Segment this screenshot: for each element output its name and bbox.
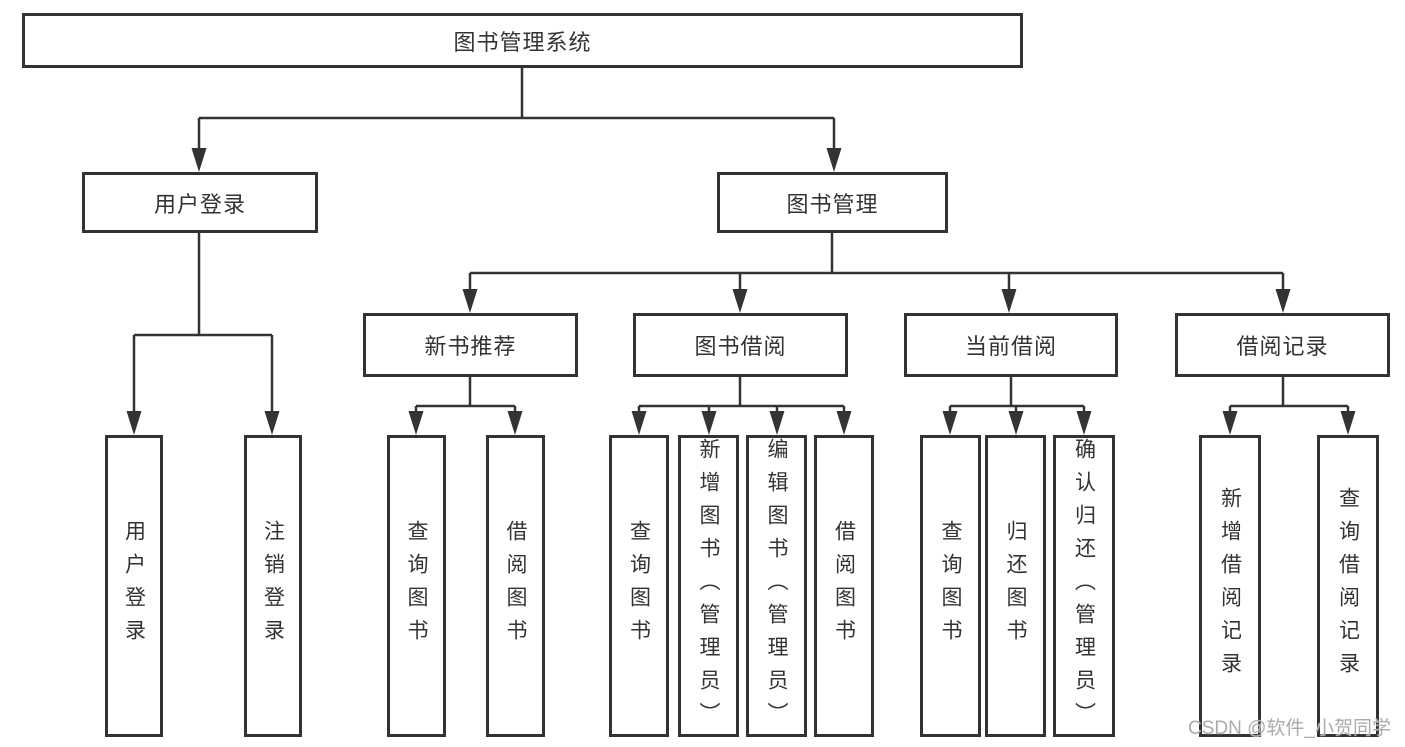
node-borrow-records-label: 借阅记录: [1236, 334, 1329, 359]
leaf-query-books-current-label: 查询图书: [939, 520, 962, 652]
leaf-logout: 注销登录: [244, 435, 302, 737]
leaf-borrow-books: 借阅图书: [814, 435, 874, 737]
leaf-add-borrow-record-label: 新增借阅记录: [1218, 487, 1242, 685]
leaf-add-book-admin-label: 新增图书（管理员）: [697, 438, 720, 735]
leaf-add-book-admin: 新增图书（管理员）: [678, 435, 739, 737]
node-book-borrow-label: 图书借阅: [694, 334, 787, 359]
leaf-user-login-label: 用户登录: [122, 520, 146, 652]
leaf-query-books-current: 查询图书: [920, 435, 981, 737]
leaf-borrow-books-label: 借阅图书: [832, 520, 856, 652]
leaf-logout-label: 注销登录: [261, 520, 285, 652]
leaf-user-login: 用户登录: [105, 435, 163, 737]
node-book-management-label: 图书管理: [786, 191, 879, 217]
leaf-query-books-recommend-label: 查询图书: [405, 520, 428, 652]
arrow-down-icons: [126, 148, 1356, 435]
node-current-borrow: 当前借阅: [904, 313, 1118, 377]
node-book-borrow: 图书借阅: [633, 313, 848, 377]
leaf-add-borrow-record: 新增借阅记录: [1199, 435, 1261, 737]
leaf-return-book: 归还图书: [985, 435, 1046, 737]
leaf-borrow-books-recommend-label: 借阅图书: [504, 520, 527, 652]
leaf-query-books-borrow-label: 查询图书: [627, 520, 651, 652]
node-root: 图书管理系统: [22, 13, 1023, 68]
leaf-confirm-return-admin: 确认归还（管理员）: [1053, 435, 1115, 737]
node-book-management: 图书管理: [717, 172, 948, 233]
leaf-edit-book-admin-label: 编辑图书（管理员）: [765, 438, 788, 735]
node-root-label: 图书管理系统: [453, 29, 592, 55]
node-user-login-label: 用户登录: [153, 191, 246, 217]
node-borrow-records: 借阅记录: [1175, 313, 1390, 377]
leaf-query-books-borrow: 查询图书: [609, 435, 669, 737]
leaf-query-borrow-record: 查询借阅记录: [1317, 435, 1379, 737]
leaf-borrow-books-recommend: 借阅图书: [486, 435, 545, 737]
leaf-edit-book-admin: 编辑图书（管理员）: [746, 435, 807, 737]
leaf-query-books-recommend: 查询图书: [387, 435, 446, 737]
watermark: CSDN @软件_小贺同学: [1188, 718, 1391, 739]
node-new-book-recommend-label: 新书推荐: [424, 334, 517, 359]
node-new-book-recommend: 新书推荐: [363, 313, 578, 377]
leaf-confirm-return-admin-label: 确认归还（管理员）: [1072, 438, 1096, 735]
node-current-borrow-label: 当前借阅: [964, 334, 1057, 359]
node-user-login: 用户登录: [82, 172, 318, 233]
leaf-query-borrow-record-label: 查询借阅记录: [1336, 487, 1360, 685]
leaf-return-book-label: 归还图书: [1004, 520, 1027, 652]
